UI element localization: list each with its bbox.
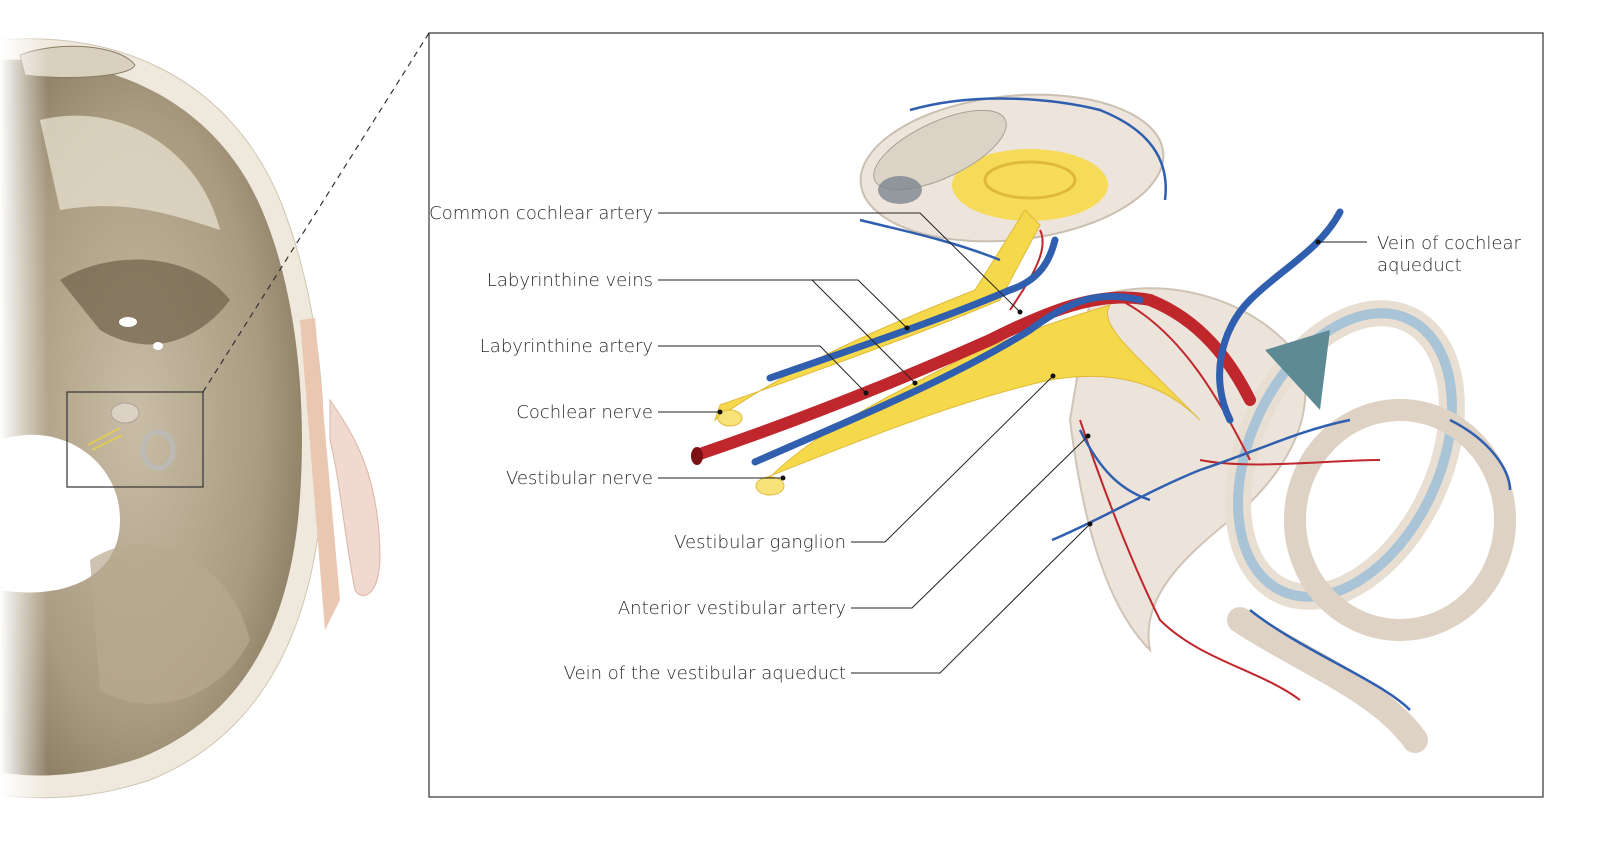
label-common-cochlear-artery: Common cochlear artery xyxy=(429,203,653,224)
label-labyrinthine-artery: Labyrinthine artery xyxy=(480,336,653,357)
label-vein-cochlear-aqueduct-2: aqueduct xyxy=(1377,255,1462,276)
leader-dots xyxy=(717,239,1321,527)
labyrinth-illustration xyxy=(691,93,1516,753)
leader-anterior-vestibular-artery xyxy=(851,435,1089,609)
leader-vestibular-ganglion xyxy=(851,375,1054,543)
inner-ear-thumbnail xyxy=(87,402,176,471)
leader-labyrinthine-artery xyxy=(658,345,867,394)
zoom-region-box xyxy=(66,391,204,488)
label-labyrinthine-veins: Labyrinthine veins xyxy=(487,270,653,291)
leader-vein-vestibular-aqueduct xyxy=(851,523,1091,674)
leader-labyrinthine-veins-2 xyxy=(811,279,916,384)
leader-labyrinthine-veins xyxy=(658,279,908,329)
label-vestibular-ganglion: Vestibular ganglion xyxy=(674,532,846,553)
leader-lines xyxy=(658,212,1367,674)
skull-base-illustration xyxy=(0,0,400,866)
zoom-dashed-line xyxy=(202,32,430,393)
label-anterior-vestibular-artery: Anterior vestibular artery xyxy=(618,598,846,619)
label-cochlear-nerve: Cochlear nerve xyxy=(516,402,653,423)
label-vein-cochlear-aqueduct-1: Vein of cochlear xyxy=(1377,233,1522,254)
label-vein-vestibular-aqueduct: Vein of the vestibular aqueduct xyxy=(564,663,846,684)
label-vestibular-nerve: Vestibular nerve xyxy=(506,468,653,489)
leader-common-cochlear-artery xyxy=(658,212,1021,313)
